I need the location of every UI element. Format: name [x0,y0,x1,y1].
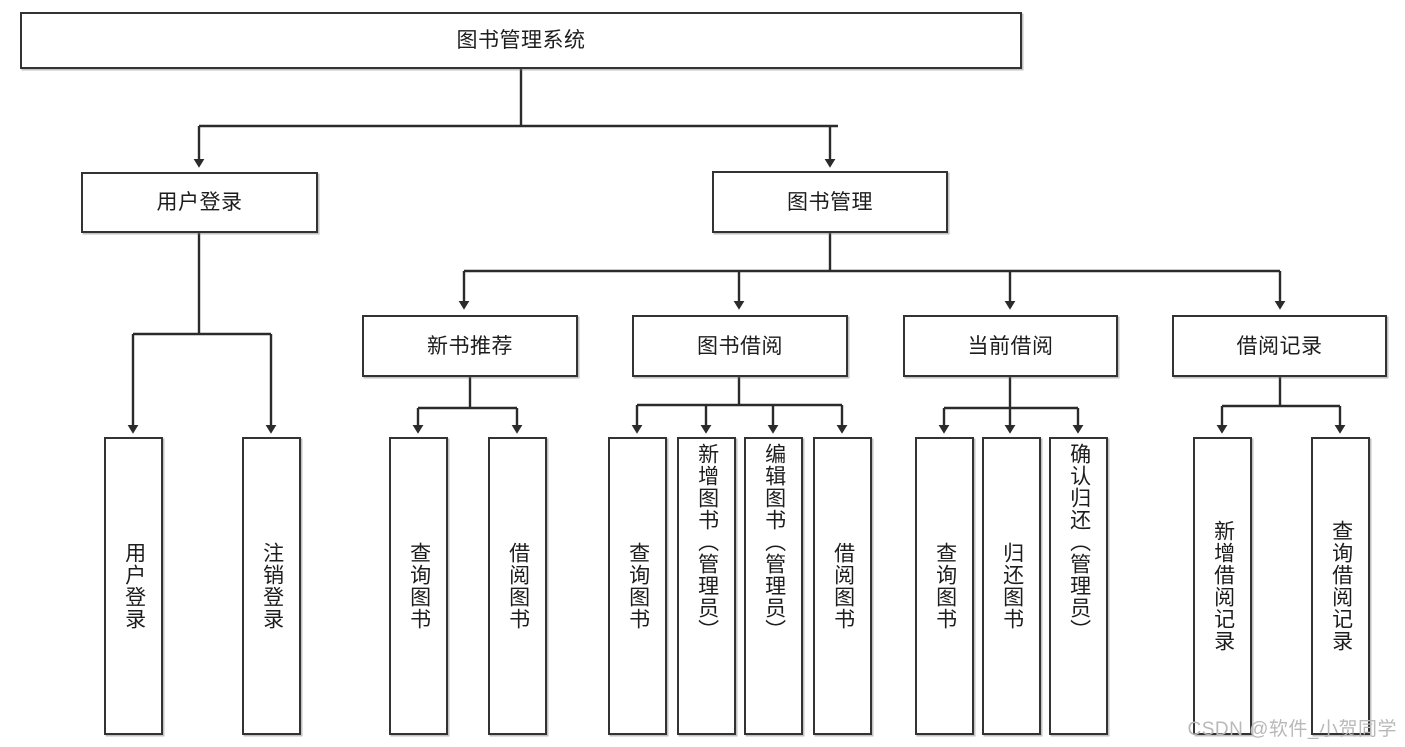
leaf-book-borrow-1[interactable]: 新增图书（管理员） [677,437,736,735]
leaf-book-borrow-3[interactable]: 借阅图书 [813,437,872,735]
leaf-text-wrap: 用户登录 [106,439,161,733]
leaf-book-borrow-0[interactable]: 查询图书 [608,437,667,735]
leaf-label: 注销登录 [260,542,284,630]
leaf-text-wrap: 确认归还（管理员） [1051,439,1106,733]
leaf-current-borrow-0[interactable]: 查询图书 [915,437,974,735]
node-book-manage-label: 图书管理 [787,190,873,214]
leaf-label: 归还图书 [1000,542,1024,630]
csdn-watermark: CSDN @软件_小贺同学 [1187,719,1397,740]
leaf-label: 借阅图书 [831,542,855,630]
leaf-text-wrap: 归还图书 [984,439,1039,733]
leaf-book-borrow-2[interactable]: 编辑图书（管理员） [744,437,803,735]
leaf-label: 用户登录 [122,542,146,630]
leaf-label: 新增图书（管理员） [695,443,719,641]
node-book-borrow[interactable]: 图书借阅 [632,315,848,377]
leaf-label: 查询图书 [626,542,650,630]
leaf-text-wrap: 新增借阅记录 [1195,439,1250,733]
leaf-current-borrow-1[interactable]: 归还图书 [982,437,1041,735]
leaf-label: 确认归还（管理员） [1067,443,1091,641]
leaf-text-wrap: 查询图书 [391,439,446,733]
leaf-borrow-record-0[interactable]: 新增借阅记录 [1193,437,1252,735]
leaf-current-borrow-2[interactable]: 确认归还（管理员） [1049,437,1108,735]
node-root[interactable]: 图书管理系统 [20,12,1022,69]
leaf-text-wrap: 注销登录 [244,439,299,733]
node-book-borrow-label: 图书借阅 [697,334,783,358]
node-borrow-record[interactable]: 借阅记录 [1172,315,1387,377]
node-borrow-record-label: 借阅记录 [1236,334,1323,358]
leaf-new-book-rec-0[interactable]: 查询图书 [389,437,448,735]
leaf-borrow-record-1[interactable]: 查询借阅记录 [1311,437,1370,735]
leaf-text-wrap: 查询图书 [917,439,972,733]
node-new-book-rec[interactable]: 新书推荐 [362,315,578,377]
leaf-label: 查询图书 [933,542,957,630]
leaf-user-login-1[interactable]: 注销登录 [242,437,301,735]
leaf-label: 编辑图书（管理员） [762,443,786,641]
node-current-borrow[interactable]: 当前借阅 [903,315,1118,377]
leaf-label: 查询图书 [407,542,431,630]
leaf-text-wrap: 新增图书（管理员） [679,439,734,733]
leaf-label: 查询借阅记录 [1329,520,1353,652]
leaf-text-wrap: 借阅图书 [815,439,870,733]
leaf-user-login-0[interactable]: 用户登录 [104,437,163,735]
node-user-login-label: 用户登录 [156,191,243,214]
leaf-label: 借阅图书 [506,542,530,630]
leaf-new-book-rec-1[interactable]: 借阅图书 [488,437,547,735]
leaf-text-wrap: 查询借阅记录 [1313,439,1368,733]
leaf-text-wrap: 编辑图书（管理员） [746,439,801,733]
leaf-label: 新增借阅记录 [1211,520,1235,652]
leaf-text-wrap: 查询图书 [610,439,665,733]
node-book-manage[interactable]: 图书管理 [712,171,948,233]
node-new-book-rec-label: 新书推荐 [427,334,513,358]
leaf-text-wrap: 借阅图书 [490,439,545,733]
node-current-borrow-label: 当前借阅 [967,334,1054,358]
node-user-login[interactable]: 用户登录 [81,172,318,233]
node-root-label: 图书管理系统 [456,29,586,52]
